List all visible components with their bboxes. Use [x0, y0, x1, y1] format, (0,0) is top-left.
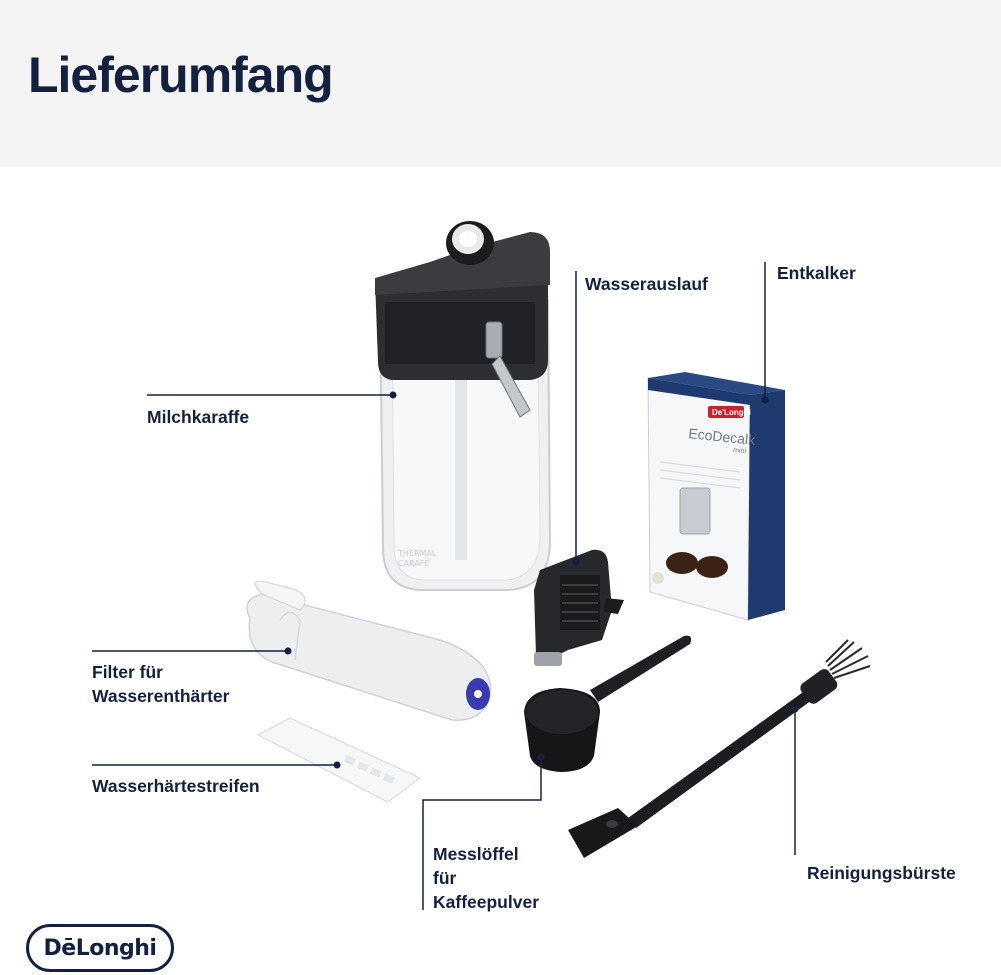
page-title: Lieferumfang — [28, 47, 334, 103]
product-scene: THERMAL CARAFE De'Longhi EcoDecalk mini — [92, 221, 871, 910]
box-product-name: EcoDecalk — [688, 425, 757, 448]
carafe-imprint-1: THERMAL — [397, 549, 437, 558]
label-test-strip: Wasserhärtestreifen — [92, 776, 260, 796]
water-spout-image — [534, 549, 624, 666]
water-filter-image — [246, 580, 492, 721]
measuring-spoon-image — [524, 635, 692, 772]
callout-dots — [284, 391, 799, 769]
delonghi-logo: DēLonghi — [26, 924, 174, 972]
logo-text: DēLonghi — [43, 935, 157, 961]
header-band — [0, 0, 1001, 167]
callout-lines — [92, 262, 796, 910]
test-strip-image — [256, 717, 421, 803]
label-descaler: Entkalker — [777, 263, 856, 283]
label-milk-carafe: Milchkaraffe — [147, 407, 250, 427]
label-spoon-line1: Messlöffel — [433, 844, 519, 864]
milk-carafe-image: THERMAL CARAFE — [375, 221, 552, 591]
carafe-imprint-2: CARAFE — [398, 559, 429, 568]
label-water-spout: Wasserauslauf — [585, 274, 708, 294]
box-brand: De'Longhi — [712, 408, 751, 417]
label-water-filter: Filter für Wasserenthärter — [92, 660, 229, 708]
descaler-box-image: De'Longhi EcoDecalk mini — [647, 372, 785, 621]
label-spoon-line2: für — [433, 868, 457, 888]
box-variant: mini — [733, 447, 747, 455]
label-cleaning-brush: Reinigungsbürste — [807, 863, 956, 883]
label-water-filter-line2: Wasserenthärter — [92, 686, 230, 706]
cleaning-brush-image — [568, 639, 871, 858]
label-measuring-spoon: Messlöffel für Kaffeepulver — [433, 842, 539, 914]
label-water-filter-line1: Filter für — [92, 662, 163, 682]
label-spoon-line3: Kaffeepulver — [433, 892, 540, 912]
